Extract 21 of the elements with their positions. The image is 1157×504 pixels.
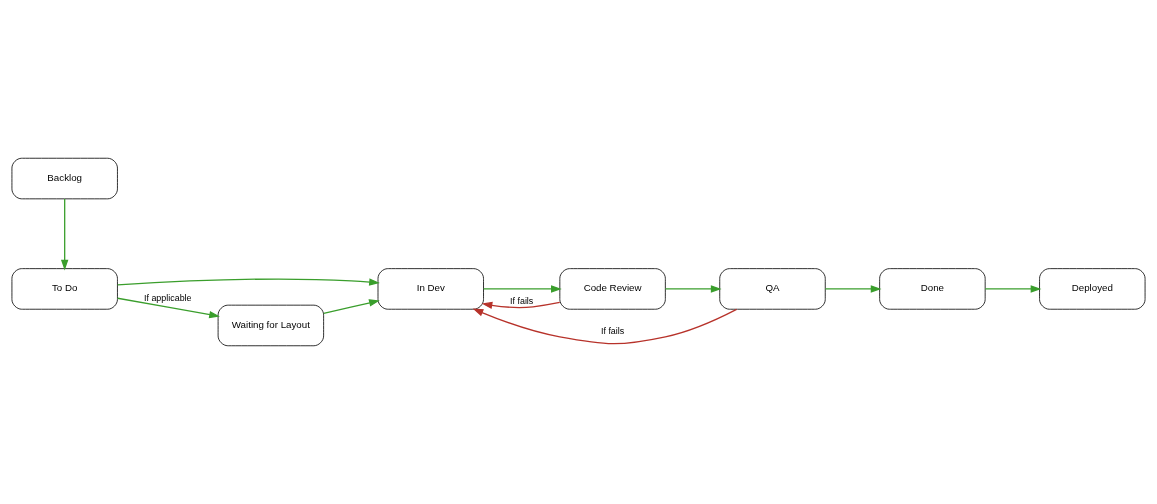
node-box: In Dev: [377, 268, 484, 310]
arrow: [984, 285, 1042, 293]
node-box: Deployed: [1039, 268, 1146, 310]
arrow: [483, 285, 562, 293]
node-box: Backlog: [11, 157, 118, 200]
edge-label: If applicable: [144, 292, 192, 303]
node-box: Done: [879, 268, 986, 310]
arrow: [117, 278, 380, 286]
arrow: [472, 308, 738, 345]
arrow: [60, 198, 69, 271]
edge-label: If fails: [600, 326, 625, 337]
node-box: Code Review: [559, 268, 666, 310]
arrow: [664, 285, 722, 293]
edge-label: If fails: [510, 296, 534, 307]
node-box: Waiting for Layout: [217, 304, 325, 347]
node-box: To Do: [11, 268, 118, 310]
node-box: QA: [719, 268, 826, 310]
arrow: [481, 301, 561, 310]
arrow: [323, 299, 380, 315]
arrow: [824, 285, 882, 293]
arrow: [117, 297, 220, 319]
